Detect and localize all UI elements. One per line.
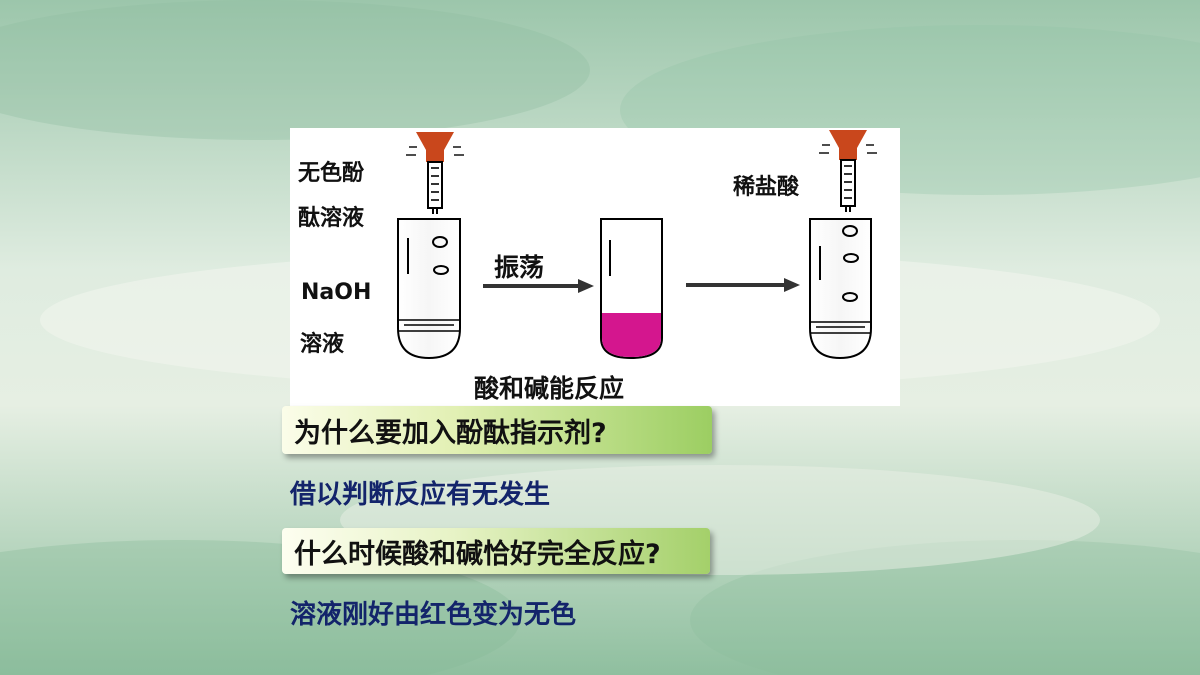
magenta-solution	[602, 313, 661, 357]
question-2-text: 什么时候酸和碱恰好完全反应?	[294, 538, 661, 570]
label-hcl: 稀盐酸	[733, 175, 800, 200]
arrow-2	[686, 278, 800, 292]
question-box-1: 为什么要加入酚酞指示剂?	[282, 406, 712, 454]
test-tube-2	[600, 218, 663, 360]
question-box-2: 什么时候酸和碱恰好完全反应?	[282, 528, 710, 574]
arrow-1	[483, 279, 594, 293]
label-naoh: NaOH	[301, 280, 372, 305]
test-tube-1	[397, 218, 461, 360]
bg-wash-5	[690, 540, 1200, 675]
dropper-icon-2	[819, 130, 877, 212]
label-indicator-line2: 酞溶液	[298, 206, 365, 231]
label-shake: 振荡	[494, 253, 545, 282]
content-panel	[290, 128, 900, 406]
dropper-icon-1	[406, 132, 464, 214]
label-naoh-solution: 溶液	[300, 332, 345, 357]
label-caption: 酸和碱能反应	[474, 374, 625, 403]
test-tube-3	[809, 218, 872, 360]
answer-1: 借以判断反应有无发生	[290, 480, 551, 510]
label-indicator-line1: 无色酚	[298, 161, 365, 186]
bg-wash-1	[0, 0, 590, 140]
question-1-text: 为什么要加入酚酞指示剂?	[294, 417, 607, 449]
answer-2: 溶液刚好由红色变为无色	[290, 600, 577, 630]
